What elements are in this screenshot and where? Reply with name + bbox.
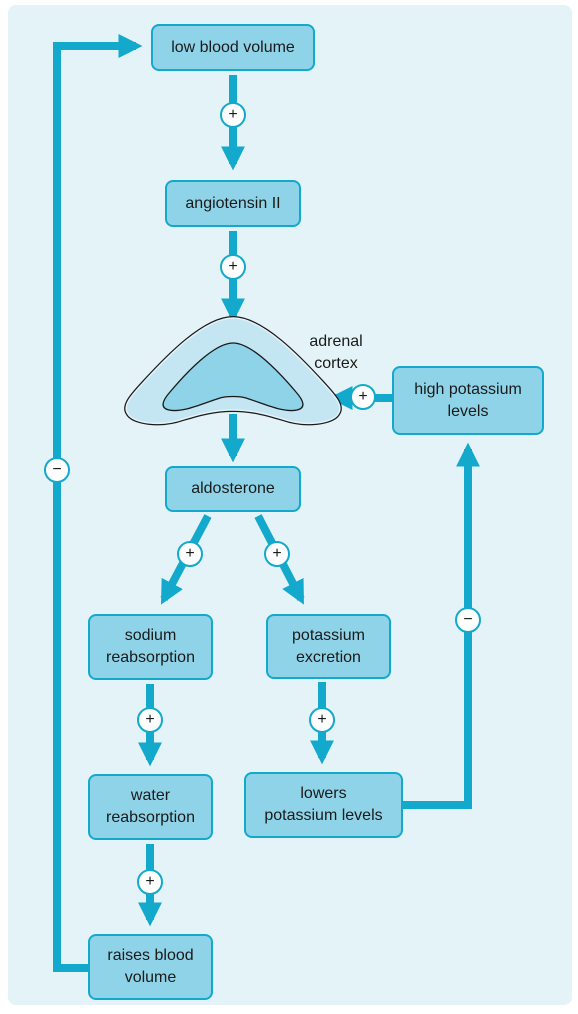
plus-sign-7: + — [309, 707, 335, 733]
plus-sign-5: + — [264, 541, 290, 567]
box-raises-blood-volume: raises blood volume — [88, 934, 213, 1000]
box-water-reabsorption: water reabsorption — [88, 774, 213, 840]
box-high-potassium-levels: high potassium levels — [392, 366, 544, 435]
plus-sign-6: + — [137, 707, 163, 733]
arrow-lowers-to-high-potassium — [403, 442, 480, 809]
plus-sign-8: + — [137, 869, 163, 895]
box-aldosterone: aldosterone — [165, 466, 301, 512]
box-angiotensin-ii: angiotensin II — [165, 180, 301, 227]
plus-sign-3: + — [350, 384, 376, 410]
adrenal-cortex-label: adrenal cortex — [309, 333, 363, 372]
plus-sign-1: + — [220, 102, 246, 128]
plus-sign-2: + — [220, 254, 246, 280]
box-sodium-reabsorption: sodium reabsorption — [88, 614, 213, 680]
arrow-raises-to-low-blood — [53, 34, 143, 972]
plus-sign-4: + — [177, 541, 203, 567]
minus-sign-left: − — [44, 457, 70, 483]
minus-sign-right: − — [455, 607, 481, 633]
box-low-blood-volume: low blood volume — [151, 24, 315, 71]
adrenal-cortex-gland — [124, 315, 342, 426]
box-lowers-potassium-levels: lowers potassium levels — [244, 772, 403, 838]
box-potassium-excretion: potassium excretion — [266, 614, 391, 679]
